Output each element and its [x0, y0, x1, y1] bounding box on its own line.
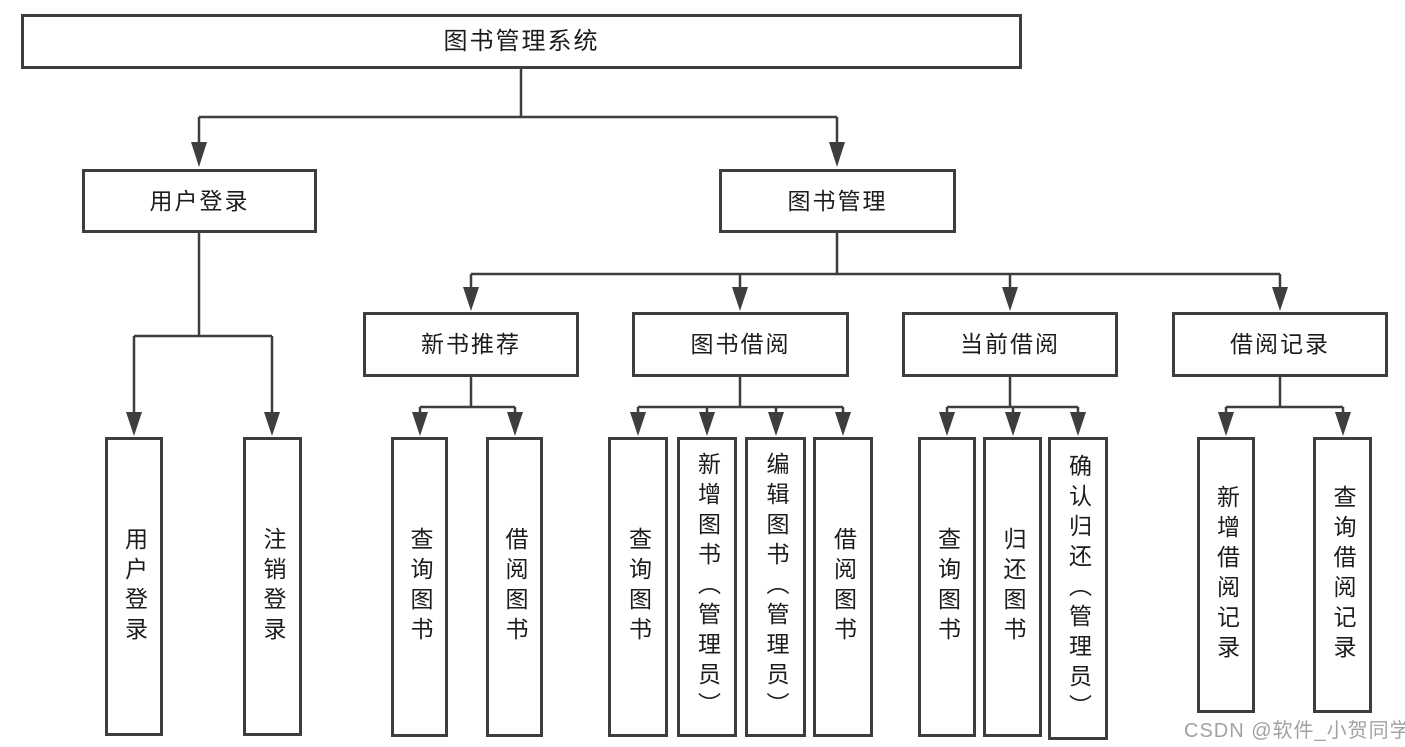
leaf-borrow-add-book-admin: 新增图书（管理员）: [677, 437, 737, 737]
node-book-management: 图书管理: [719, 169, 956, 233]
node-label: 图书管理系统: [443, 27, 600, 55]
node-label: 确认归还（管理员）: [1065, 453, 1092, 724]
node-book-borrow: 图书借阅: [632, 312, 849, 377]
node-label: 编辑图书（管理员）: [763, 452, 789, 722]
node-label: 用户登录: [149, 187, 250, 214]
node-label: 查询图书: [934, 527, 961, 647]
leaf-borrow-query-book: 查询图书: [608, 437, 668, 737]
node-label: 查询图书: [625, 527, 652, 647]
node-label: 新书推荐: [421, 331, 521, 357]
node-library-management-system: 图书管理系统: [21, 14, 1022, 69]
node-label: 图书借阅: [690, 331, 791, 357]
node-label: 归还图书: [1000, 527, 1026, 647]
leaf-logout: 注销登录: [243, 437, 302, 736]
node-label: 新增借阅记录: [1213, 485, 1240, 665]
leaf-borrow-borrow-book: 借阅图书: [813, 437, 873, 737]
leaf-recommend-query-book: 查询图书: [391, 437, 448, 737]
leaf-records-add-record: 新增借阅记录: [1197, 437, 1255, 713]
leaf-borrow-edit-book-admin: 编辑图书（管理员）: [745, 437, 806, 737]
leaf-current-query-book: 查询图书: [918, 437, 976, 737]
node-new-book-recommend: 新书推荐: [363, 312, 579, 377]
node-label: 借阅记录: [1230, 331, 1330, 357]
node-label: 借阅图书: [502, 527, 528, 647]
leaf-current-return-book: 归还图书: [983, 437, 1042, 737]
leaf-user-login: 用户登录: [105, 437, 163, 736]
node-label: 用户登录: [121, 526, 148, 647]
leaf-records-query-record: 查询借阅记录: [1313, 437, 1372, 713]
node-label: 当前借阅: [960, 331, 1060, 357]
node-label: 新增图书（管理员）: [694, 452, 721, 722]
node-label: 借阅图书: [830, 527, 857, 647]
leaf-current-confirm-return-admin: 确认归还（管理员）: [1048, 437, 1108, 740]
node-label: 图书管理: [787, 187, 888, 214]
node-label: 查询图书: [407, 527, 433, 647]
watermark: CSDN @软件_小贺同学: [1184, 720, 1405, 742]
node-current-borrow: 当前借阅: [902, 312, 1118, 377]
node-user-login: 用户登录: [82, 169, 317, 233]
leaf-recommend-borrow-book: 借阅图书: [486, 437, 543, 737]
node-borrow-records: 借阅记录: [1172, 312, 1388, 377]
arrowheads: [126, 142, 1351, 436]
node-label: 注销登录: [260, 526, 286, 647]
node-label: 查询借阅记录: [1330, 485, 1356, 665]
